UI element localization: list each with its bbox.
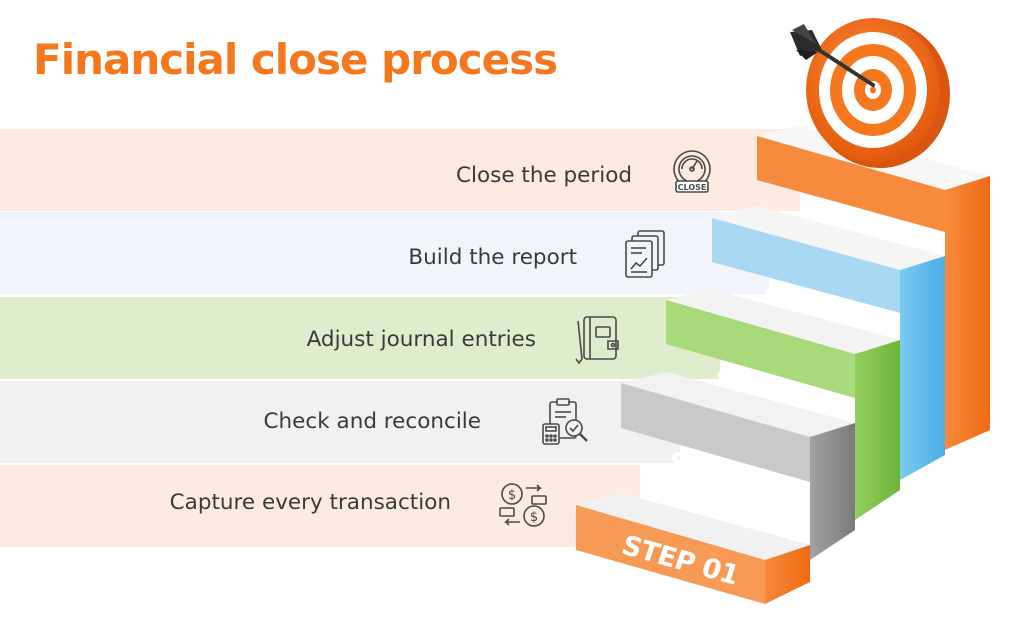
dart-icon (790, 24, 875, 87)
step-04-side (900, 256, 945, 480)
money-exchange-icon: $ $ (499, 483, 547, 527)
page-title: Financial close process (33, 35, 558, 84)
gauge-close-text: CLOSE (678, 183, 707, 192)
step-02-block: STEP 02 (621, 372, 855, 560)
target-icon (806, 18, 950, 168)
step-02-front (621, 383, 810, 482)
step-02-side (810, 423, 855, 560)
step-04-label: Build the report (408, 245, 577, 270)
band-step-02 (0, 381, 680, 463)
step-05-side (945, 176, 990, 450)
step-01-side (765, 545, 810, 604)
journal-book-icon (575, 316, 619, 365)
step-01-top (576, 493, 810, 560)
step-04-top (712, 206, 945, 270)
step-01-label: Capture every transaction (169, 490, 451, 515)
step-05-label: Close the period (455, 163, 632, 188)
step-01-front (576, 505, 765, 604)
svg-text:$: $ (530, 510, 538, 525)
band-step-05 (0, 129, 800, 211)
close-gauge-icon: CLOSE (673, 150, 711, 193)
step-02-top (621, 372, 855, 437)
step-04-front (712, 218, 900, 313)
report-documents-icon (625, 230, 665, 278)
step-01-block: STEP 01 (576, 493, 810, 604)
step-03-side (855, 340, 900, 520)
step-05-front (757, 136, 945, 232)
step-03-label: Adjust journal entries (306, 327, 536, 352)
clipboard-calculator-icon (542, 398, 588, 445)
step-02-label: Check and reconcile (263, 409, 481, 434)
step-03-front (666, 300, 855, 398)
svg-text:$: $ (508, 488, 516, 503)
band-step-03 (0, 297, 720, 379)
step-03-top (666, 289, 900, 354)
